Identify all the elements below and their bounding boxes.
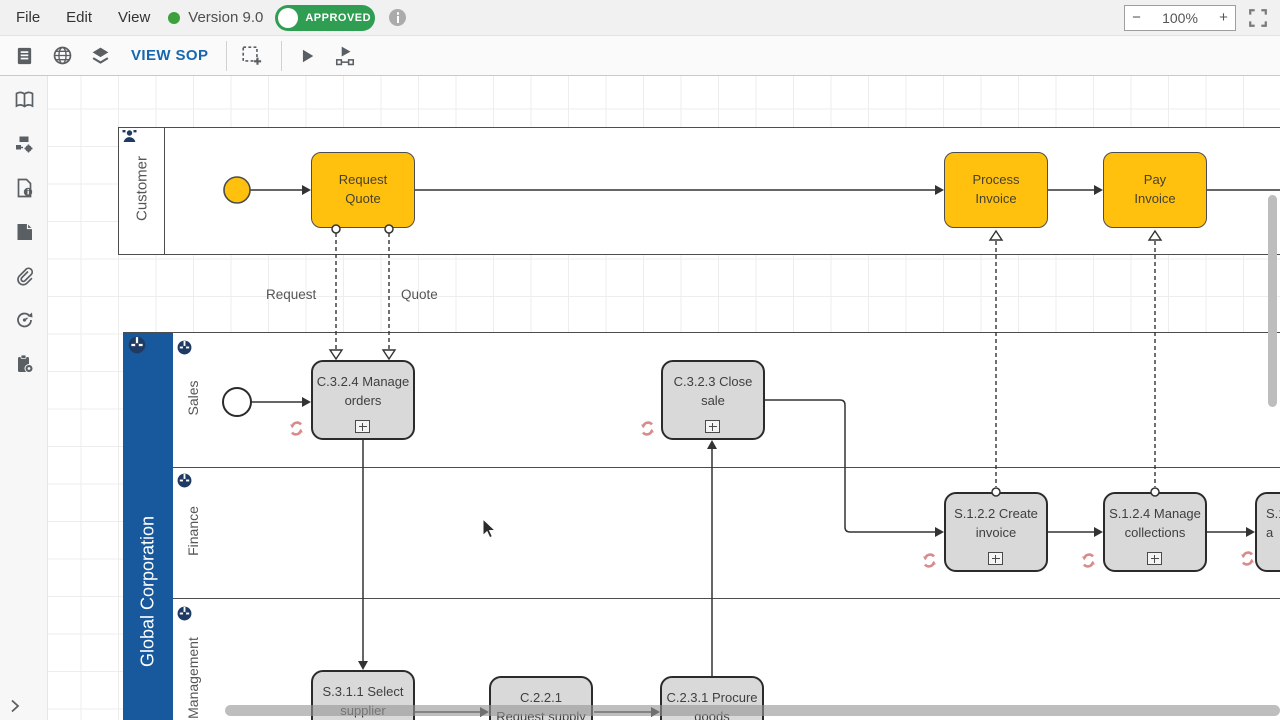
- menu-edit[interactable]: Edit: [64, 9, 94, 26]
- task-process-invoice[interactable]: Process Invoice: [944, 152, 1048, 228]
- loop-sync-icon: [1081, 553, 1096, 568]
- loop-sync-icon: [640, 421, 655, 436]
- menu-bar: File Edit View Version 9.0 APPROVED − 10…: [0, 0, 1280, 36]
- subprocess-marker-icon[interactable]: [988, 552, 1003, 565]
- vertical-scrollbar[interactable]: [1268, 195, 1277, 407]
- menu-file[interactable]: File: [14, 9, 42, 26]
- task-manage-orders-label: C.3.2.4 Manage orders: [317, 373, 410, 411]
- task-partial-right-label: S.1 a: [1266, 505, 1280, 543]
- subprocess-marker-icon[interactable]: [705, 420, 720, 433]
- document-report-icon[interactable]: [13, 45, 35, 67]
- view-sop-button[interactable]: VIEW SOP: [131, 47, 208, 64]
- task-process-invoice-label: Process Invoice: [973, 171, 1020, 209]
- marquee-add-icon[interactable]: [241, 45, 263, 67]
- loop-sync-icon: [922, 553, 937, 568]
- subprocess-marker-icon[interactable]: [1147, 552, 1162, 565]
- loop-sync-icon: [289, 421, 304, 436]
- lane-divider-sales-finance: [173, 467, 1280, 468]
- toolbar-separator: [226, 41, 227, 71]
- task-manage-collections-label: S.1.2.4 Manage collections: [1109, 505, 1201, 543]
- layers-icon[interactable]: [89, 45, 111, 67]
- simulate-process-icon[interactable]: [334, 45, 356, 67]
- lane-finance-label: Finance: [185, 471, 201, 591]
- toolbar: VIEW SOP: [0, 36, 1280, 76]
- task-partial-right[interactable]: S.1 a: [1255, 492, 1280, 572]
- document-info-icon[interactable]: [0, 166, 48, 210]
- task-request-quote[interactable]: Request Quote: [311, 152, 415, 228]
- task-pay-invoice[interactable]: Pay Invoice: [1103, 152, 1207, 228]
- expand-panel-chevron-icon[interactable]: [0, 694, 30, 718]
- task-create-invoice-label: S.1.2.2 Create invoice: [954, 505, 1038, 543]
- pool-customer-label: Customer: [134, 129, 151, 249]
- link-paperclip-icon[interactable]: [0, 254, 48, 298]
- version-label: Version 9.0: [188, 9, 263, 26]
- lane-management-label: Management: [185, 618, 201, 720]
- task-close-sale-label: C.3.2.3 Close sale: [674, 373, 753, 411]
- status-badge: APPROVED: [305, 12, 369, 24]
- zoom-level: 100%: [1148, 5, 1212, 31]
- lane-divider-finance-management: [173, 598, 1280, 599]
- menu-view[interactable]: View: [116, 9, 152, 26]
- history-refresh-icon[interactable]: [0, 298, 48, 342]
- message-label-request: Request: [266, 287, 316, 302]
- pool-global-corporation-label: Global Corporation: [138, 472, 159, 712]
- attachment-file-icon[interactable]: [0, 210, 48, 254]
- toggle-knob[interactable]: [278, 8, 298, 28]
- loop-sync-icon: [1240, 551, 1255, 566]
- subprocess-marker-icon[interactable]: [355, 420, 370, 433]
- org-unit-icon: [128, 336, 146, 354]
- version-indicator: Version 9.0: [168, 9, 263, 26]
- info-icon[interactable]: [389, 9, 406, 26]
- approval-toggle[interactable]: APPROVED: [275, 5, 375, 31]
- mouse-cursor: [478, 517, 498, 539]
- zoom-controls: − 100% +: [1124, 5, 1268, 31]
- documentation-book-icon[interactable]: [0, 78, 48, 122]
- globe-icon[interactable]: [51, 45, 73, 67]
- message-label-quote: Quote: [401, 287, 438, 302]
- toolbar-separator: [281, 41, 282, 71]
- task-request-quote-label: Request Quote: [339, 171, 387, 209]
- process-structure-icon[interactable]: [0, 122, 48, 166]
- zoom-in-button[interactable]: +: [1212, 5, 1236, 31]
- left-sidebar: [0, 76, 48, 720]
- tasks-settings-icon[interactable]: [0, 342, 48, 386]
- zoom-out-button[interactable]: −: [1124, 5, 1148, 31]
- fullscreen-icon[interactable]: [1248, 8, 1268, 28]
- lane-sales-label: Sales: [185, 338, 201, 458]
- task-pay-invoice-label: Pay Invoice: [1134, 171, 1175, 209]
- horizontal-scrollbar[interactable]: [225, 705, 1280, 716]
- version-status-dot: [168, 12, 180, 24]
- play-icon[interactable]: [296, 45, 318, 67]
